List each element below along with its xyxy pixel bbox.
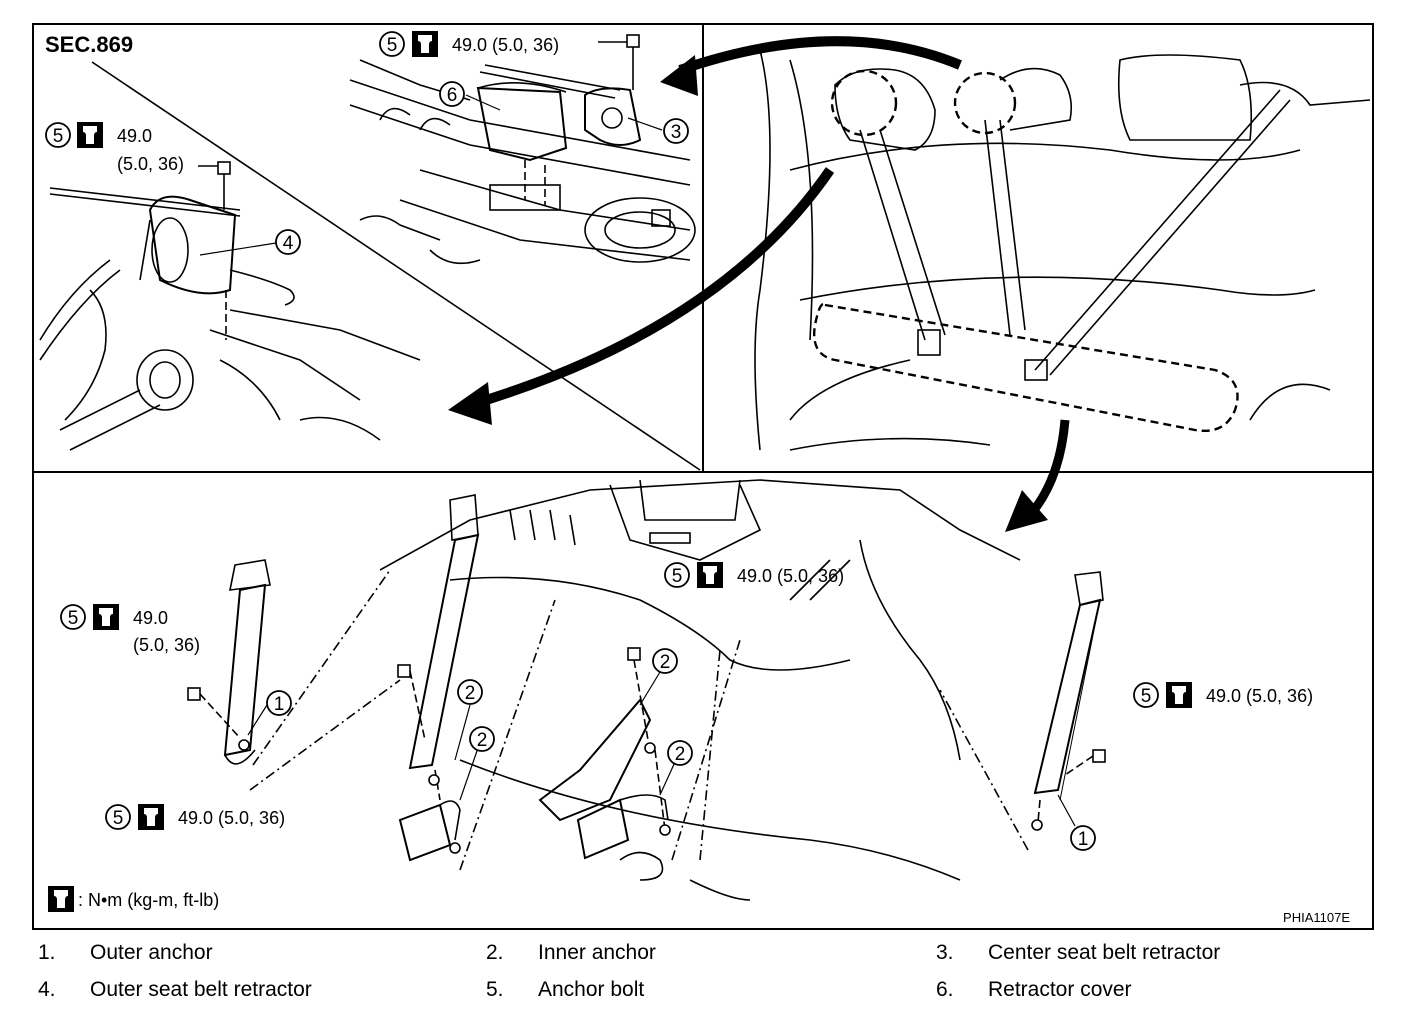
svg-text:6: 6 — [447, 85, 458, 106]
parts-legend: 1. Outer anchor 2. Inner anchor 3. Cente… — [0, 935, 1408, 1010]
legend-number: 6. — [936, 978, 954, 1001]
panel-frames — [32, 23, 1374, 930]
torque-label: (5.0, 36) — [117, 154, 184, 174]
callout-1: 1 — [266, 690, 292, 716]
callout-5: 5 — [1133, 682, 1159, 708]
callout-2: 2 — [667, 740, 693, 766]
legend-text: Anchor bolt — [538, 978, 645, 1001]
torque-wrench-icon — [1166, 682, 1192, 708]
svg-text:1: 1 — [274, 694, 285, 715]
svg-text:2: 2 — [675, 744, 686, 765]
torque-label: 49.0 (5.0, 36) — [1206, 686, 1313, 706]
svg-text:2: 2 — [477, 730, 488, 751]
section-title: SEC.869 — [45, 32, 133, 57]
callout-2: 2 — [457, 679, 483, 705]
callout-5: 5 — [45, 122, 71, 148]
figure-code: PHIA1107E — [1283, 910, 1350, 925]
legend-text: Retractor cover — [988, 978, 1132, 1001]
torque-label: 49.0 — [117, 126, 152, 146]
callouts: 5 6 3 5 4 5 1 5 2 2 5 2 2 5 1 — [45, 31, 1159, 851]
panel-rear-seat — [754, 49, 1371, 451]
torque-label: 49.0 (5.0, 36) — [452, 35, 559, 55]
torque-wrench-icon — [48, 886, 74, 912]
svg-text:3: 3 — [671, 122, 682, 143]
callout-4: 4 — [275, 229, 301, 255]
legend-number: 5. — [486, 978, 504, 1001]
legend-text: Inner anchor — [538, 941, 656, 964]
svg-text:5: 5 — [1141, 686, 1152, 707]
arrow-to-retractors — [448, 36, 962, 425]
torque-label: 49.0 (5.0, 36) — [737, 566, 844, 586]
figure-labels: SEC.869 49.0 (5.0, 36) 49.0 (5.0, 36) 49… — [45, 32, 1350, 925]
arrow-to-anchors — [1005, 419, 1070, 532]
callout-2: 2 — [469, 726, 495, 752]
svg-text:1: 1 — [1078, 829, 1089, 850]
torque-label: 49.0 — [133, 608, 168, 628]
svg-text:5: 5 — [68, 608, 79, 629]
callout-5: 5 — [105, 804, 131, 830]
panel-retractors — [39, 34, 701, 471]
panel-anchors — [187, 479, 1106, 901]
callout-5: 5 — [379, 31, 405, 57]
legend-text: Center seat belt retractor — [988, 941, 1221, 964]
legend-number: 1. — [38, 941, 56, 964]
callout-5: 5 — [664, 562, 690, 588]
callout-6: 6 — [439, 81, 465, 107]
torque-wrench-icon — [138, 804, 164, 830]
unit-legend: : N•m (kg-m, ft-lb) — [78, 890, 219, 910]
torque-wrench-icon — [697, 562, 723, 588]
svg-text:4: 4 — [283, 233, 294, 254]
callout-2: 2 — [652, 648, 678, 674]
torque-label: (5.0, 36) — [133, 635, 200, 655]
svg-text:5: 5 — [53, 126, 64, 147]
svg-text:2: 2 — [465, 683, 476, 704]
torque-wrench-icon — [77, 122, 103, 148]
legend-number: 2. — [486, 941, 504, 964]
legend-text: Outer seat belt retractor — [90, 978, 312, 1001]
legend-number: 3. — [936, 941, 954, 964]
torque-wrench-icon — [412, 31, 438, 57]
torque-label: 49.0 (5.0, 36) — [178, 808, 285, 828]
svg-text:5: 5 — [672, 566, 683, 587]
leader-lines — [199, 94, 1076, 827]
washers — [238, 739, 1043, 854]
torque-wrench-icon — [93, 604, 119, 630]
callout-3: 3 — [663, 118, 689, 144]
callout-1: 1 — [1070, 825, 1096, 851]
callout-5: 5 — [60, 604, 86, 630]
svg-text:5: 5 — [387, 35, 398, 56]
legend-text: Outer anchor — [90, 941, 213, 964]
legend-number: 4. — [38, 978, 56, 1001]
svg-text:5: 5 — [113, 808, 124, 829]
svg-text:2: 2 — [660, 652, 671, 673]
